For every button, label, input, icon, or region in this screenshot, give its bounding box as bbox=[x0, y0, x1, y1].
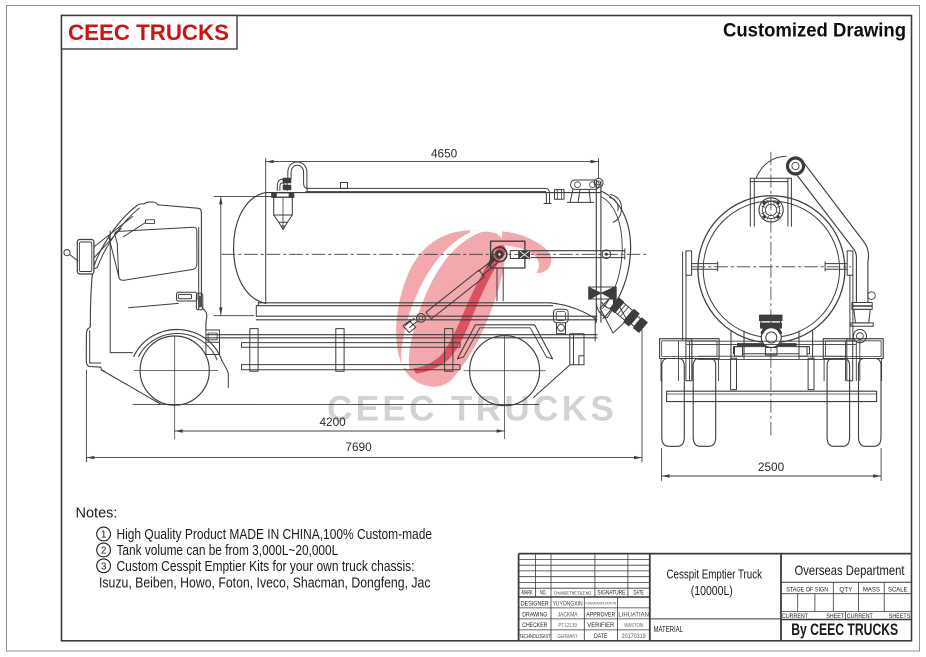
svg-text:CEEC TRUCKS: CEEC TRUCKS bbox=[68, 20, 229, 45]
svg-text:SIGNATURE: SIGNATURE bbox=[597, 591, 625, 597]
svg-text:1: 1 bbox=[101, 530, 107, 541]
svg-text:APPROVER: APPROVER bbox=[586, 611, 615, 618]
svg-text:SCALE: SCALE bbox=[888, 586, 908, 593]
svg-text:Overseas Department: Overseas Department bbox=[795, 562, 905, 578]
svg-text:By CEEC TRUCKS: By CEEC TRUCKS bbox=[791, 621, 898, 639]
svg-text:PT12139: PT12139 bbox=[558, 623, 577, 629]
svg-text:DATE: DATE bbox=[594, 633, 608, 640]
svg-text:2500: 2500 bbox=[758, 460, 785, 474]
svg-text:WASTON: WASTON bbox=[624, 623, 643, 629]
svg-text:Tank volume can be from 3,000L: Tank volume can be from 3,000L~20,000L bbox=[117, 543, 339, 559]
svg-text:JACKMA: JACKMA bbox=[558, 611, 579, 618]
svg-text:Custom Cesspit Emptier Kits fo: Custom Cesspit Emptier Kits for your own… bbox=[117, 559, 415, 575]
svg-text:CURRENT: CURRENT bbox=[782, 613, 808, 620]
svg-text:DESIGNER: DESIGNER bbox=[521, 601, 549, 608]
svg-text:CHANGE THE FILE NO.: CHANGE THE FILE NO. bbox=[554, 590, 592, 595]
svg-text:4650: 4650 bbox=[431, 147, 458, 161]
svg-text:2: 2 bbox=[101, 546, 107, 557]
svg-text:3: 3 bbox=[101, 561, 107, 572]
svg-text:MASS: MASS bbox=[863, 586, 880, 593]
svg-text:SHEETS: SHEETS bbox=[889, 613, 911, 620]
svg-text:CEEC TRUCKS: CEEC TRUCKS bbox=[327, 389, 617, 428]
svg-text:VERIFIER: VERIFIER bbox=[587, 622, 614, 629]
svg-text:CURRENT: CURRENT bbox=[847, 613, 873, 620]
svg-text:LIHUATIAN: LIHUATIAN bbox=[618, 611, 649, 618]
svg-text:NO.: NO. bbox=[540, 591, 547, 597]
svg-text:QTY: QTY bbox=[839, 586, 853, 593]
svg-text:CHECKER: CHECKER bbox=[522, 622, 547, 629]
svg-text:YUYONGXIN: YUYONGXIN bbox=[553, 601, 583, 608]
svg-text:Customized Drawing: Customized Drawing bbox=[723, 21, 906, 42]
svg-text:TECHNOLOGIST: TECHNOLOGIST bbox=[519, 634, 551, 640]
svg-text:Cesspit Emptier Truck: Cesspit Emptier Truck bbox=[667, 567, 763, 582]
svg-text:GERMANY: GERMANY bbox=[557, 634, 578, 640]
svg-text:MATERIAL: MATERIAL bbox=[654, 625, 684, 634]
svg-text:20170319: 20170319 bbox=[622, 633, 646, 640]
svg-text:SHEET: SHEET bbox=[826, 613, 844, 620]
svg-text:DRAWING: DRAWING bbox=[522, 611, 547, 618]
svg-text:MARK: MARK bbox=[522, 591, 533, 597]
svg-text:Isuzu, Beiben, Howo, Foton, Iv: Isuzu, Beiben, Howo, Foton, Iveco, Shacm… bbox=[99, 575, 431, 591]
svg-text:(10000L): (10000L) bbox=[691, 583, 733, 598]
svg-text:High Quality Product MADE IN C: High Quality Product MADE IN CHINA,100% … bbox=[117, 527, 433, 543]
svg-text:4200: 4200 bbox=[320, 415, 347, 429]
svg-text:STANDARDIZATION: STANDARDIZATION bbox=[585, 601, 616, 606]
svg-text:7690: 7690 bbox=[345, 440, 372, 454]
svg-text:Notes:: Notes: bbox=[76, 505, 118, 521]
svg-text:DATE: DATE bbox=[634, 591, 645, 597]
svg-text:STAGE OF SIGN: STAGE OF SIGN bbox=[786, 586, 828, 593]
